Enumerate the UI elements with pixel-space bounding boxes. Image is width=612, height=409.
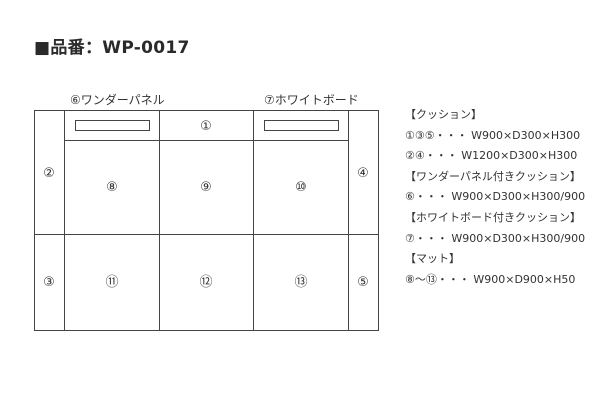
white-board-caption: ⑦ホワイトボード bbox=[264, 93, 359, 107]
cell-12-label: ⑫ bbox=[199, 275, 212, 290]
spec-line-white-board: ⑦・・・ W900×D300×H300/900 bbox=[405, 231, 586, 245]
spec-heading-mat: 【マット】 bbox=[405, 252, 460, 266]
cell-1-label: ① bbox=[200, 119, 212, 134]
spec-heading-cushion: 【クッション】 bbox=[405, 108, 482, 121]
cell-3-label: ③ bbox=[43, 275, 55, 290]
spec-line-wonder-panel: ⑥・・・ W900×D300×H300/900 bbox=[405, 190, 586, 204]
spec-line-cushion-135: ①③⑤・・・ W900×D300×H300 bbox=[405, 128, 581, 142]
spec-list: 【クッション】 ①③⑤・・・ W900×D300×H300 ②④・・・ W120… bbox=[405, 105, 605, 290]
cell-5-label: ⑤ bbox=[357, 275, 369, 290]
cell-11-label: ⑪ bbox=[105, 275, 118, 290]
cell-8-label: ⑧ bbox=[106, 180, 118, 195]
cell-10-label: ⑩ bbox=[295, 180, 307, 195]
diagram-outer-frame bbox=[34, 110, 379, 331]
spec-line-mat: ⑧～⑬・・・ W900×D900×H50 bbox=[405, 272, 576, 286]
spec-line-cushion-24: ②④・・・ W1200×D300×H300 bbox=[405, 149, 578, 163]
wonder-panel-caption: ⑥ワンダーパネル bbox=[70, 93, 165, 107]
spec-heading-white-board: 【ホワイトボード付きクッション】 bbox=[405, 210, 581, 224]
cell-4-label: ④ bbox=[357, 166, 369, 181]
product-code-title: ■品番：WP-0017 bbox=[34, 38, 190, 58]
wonder-panel-shape bbox=[75, 120, 150, 131]
white-board-shape bbox=[264, 120, 339, 131]
cell-9-label: ⑨ bbox=[200, 180, 212, 195]
cell-2-label: ② bbox=[43, 166, 55, 181]
spec-heading-wonder-panel: 【ワンダーパネル付きクッション】 bbox=[405, 169, 581, 183]
cell-13-label: ⑬ bbox=[294, 275, 307, 290]
